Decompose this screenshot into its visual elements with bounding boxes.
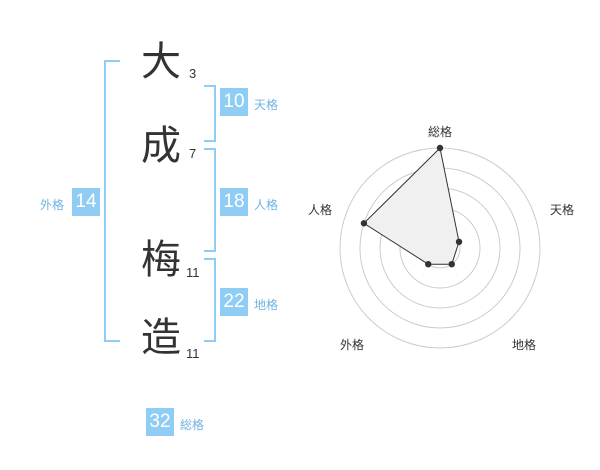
- radar-point-2: [455, 238, 463, 246]
- axis-label-chikaku: 地格: [512, 338, 537, 352]
- jinkaku-value: 18: [220, 188, 248, 216]
- chikaku-bracket: [204, 258, 216, 342]
- chikaku-value: 22: [220, 288, 248, 316]
- tenkaku-value: 10: [220, 88, 248, 116]
- gaikaku-value: 14: [72, 188, 100, 216]
- radar-point-3: [448, 260, 455, 268]
- char-2: 成: [141, 123, 181, 169]
- radar-point-4: [425, 260, 432, 268]
- char-3-strokes: 11: [186, 265, 200, 280]
- soukaku-value: 32: [146, 408, 174, 436]
- radar-point-5: [360, 220, 368, 227]
- jinkaku-label: 人格: [254, 198, 279, 212]
- gaikaku-label: 外格: [40, 198, 65, 212]
- char-4: 造: [141, 315, 181, 361]
- char-4-strokes: 11: [186, 346, 200, 361]
- axis-label-tenkaku: 天格: [550, 203, 575, 217]
- radar-point-1: [436, 144, 444, 152]
- char-2-strokes: 7: [189, 146, 197, 161]
- axis-label-jinkaku: 人格: [308, 203, 333, 217]
- tenkaku-bracket: [204, 85, 216, 142]
- char-3: 梅: [141, 237, 181, 283]
- axis-label-soukaku: 総格: [428, 125, 453, 139]
- gaikaku-bracket: [104, 60, 120, 342]
- radar-area: [363, 146, 460, 265]
- char-1-strokes: 3: [189, 66, 197, 81]
- char-1: 大: [141, 39, 181, 85]
- chikaku-label: 地格: [254, 298, 279, 312]
- axis-label-gaikaku: 外格: [340, 338, 365, 352]
- soukaku-label: 総格: [180, 418, 205, 432]
- tenkaku-label: 天格: [254, 98, 279, 112]
- jinkaku-bracket: [204, 148, 216, 252]
